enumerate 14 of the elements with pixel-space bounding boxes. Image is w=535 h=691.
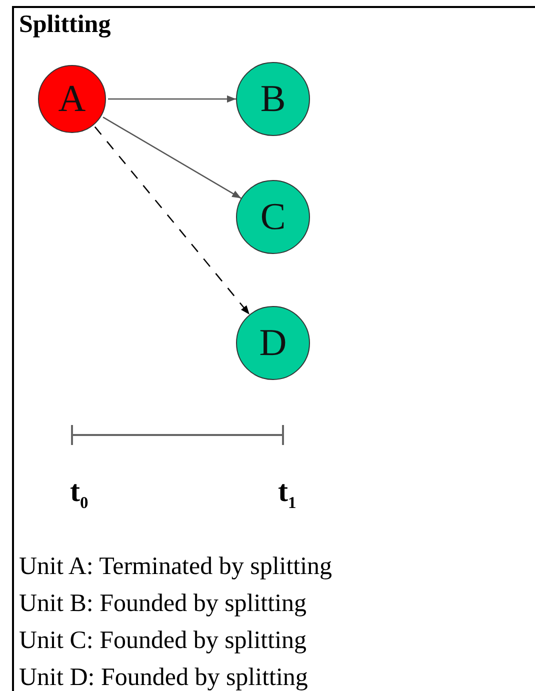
node-label: B [260, 80, 286, 118]
time-label: t$_{1}$ [278, 475, 296, 512]
arrow [94, 126, 250, 315]
legend-note: Unit D: Founded by splitting [19, 664, 308, 691]
title: Splitting [19, 11, 111, 39]
legend-note: Unit C: Founded by splitting [19, 627, 307, 654]
legend-note: Unit B: Founded by splitting [19, 590, 307, 618]
arrow [108, 95, 236, 103]
time-label: t$_{0}$ [70, 475, 88, 512]
node-label: D [259, 324, 287, 362]
node-label: C [260, 198, 286, 236]
arrow [102, 116, 242, 199]
legend-note: Unit A: Terminated by splitting [19, 553, 332, 580]
node-label: A [58, 80, 86, 118]
